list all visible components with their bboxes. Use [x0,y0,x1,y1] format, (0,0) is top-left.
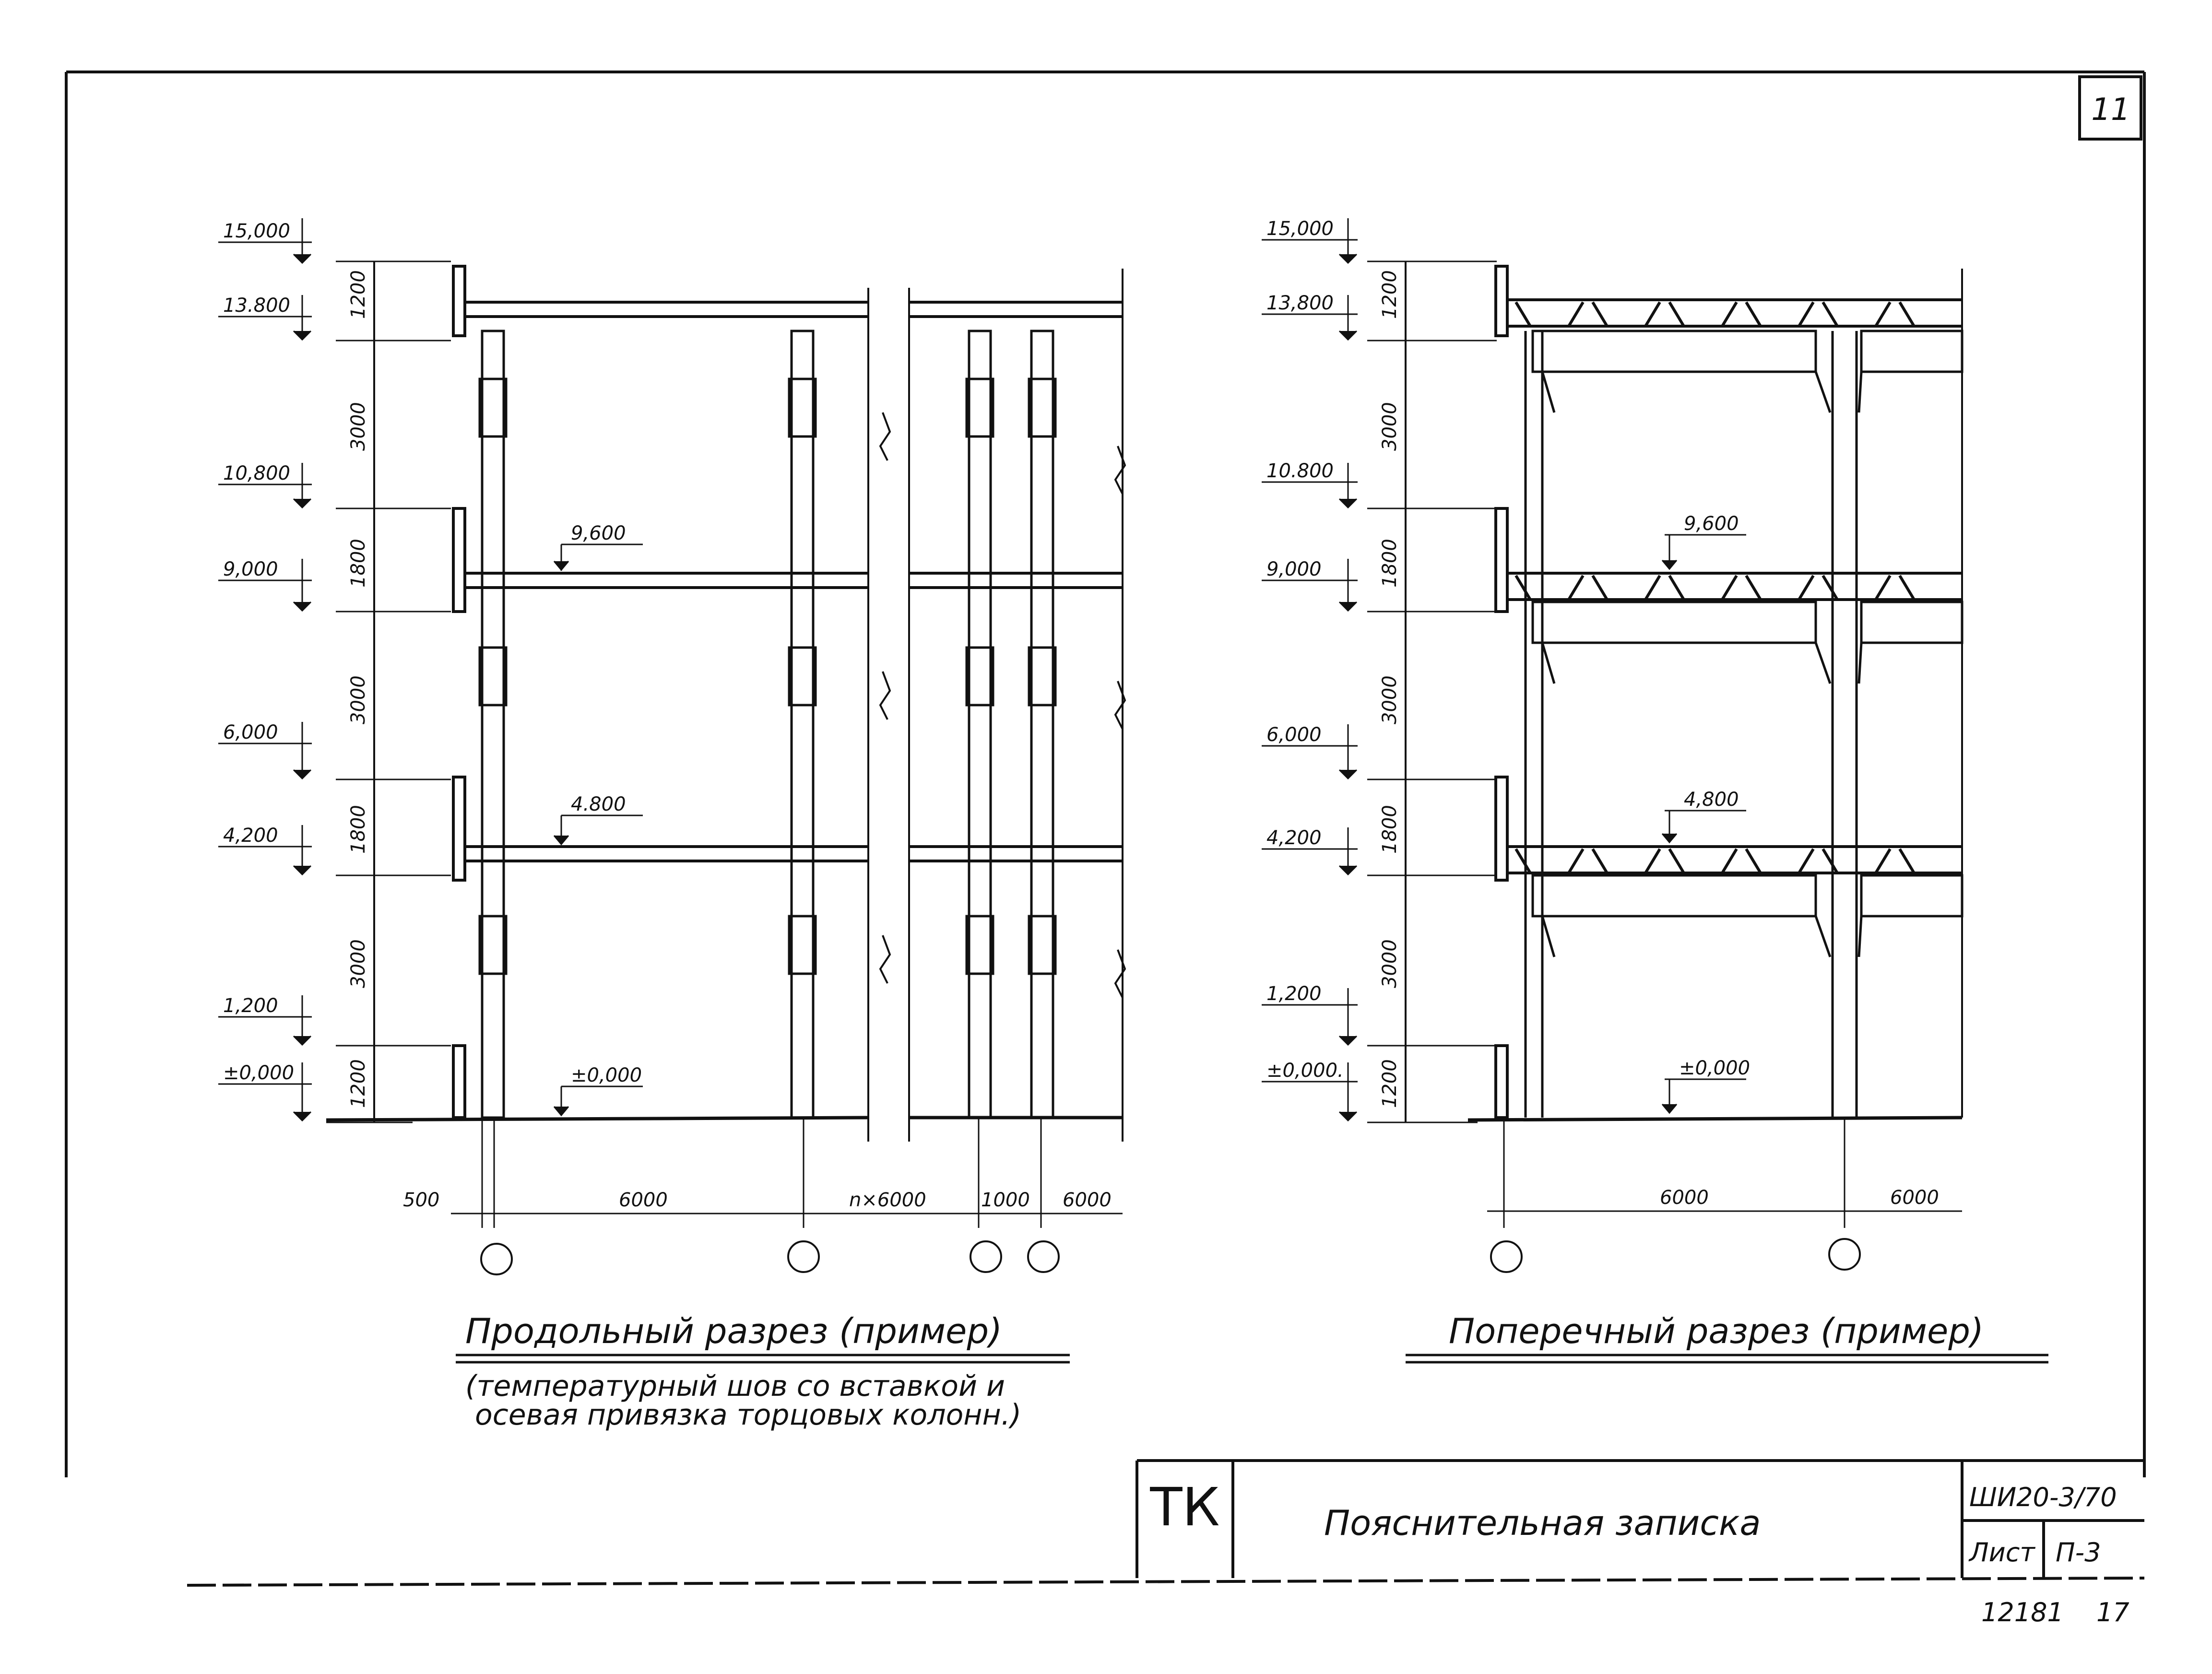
right-axis-markers [1490,1238,1861,1273]
left-dim-7: 1200 [347,1059,369,1108]
right-dim-6: 3000 [1379,939,1401,988]
right-level-0000: ±0,000. [1266,1060,1344,1082]
left-level-13800: 13.800 [223,295,290,317]
left-level-15000: 15,000 [223,220,290,242]
left-floor-marks: 9,600 4.800 ±0,000 [553,522,643,1117]
right-level-10800: 10.800 [1266,460,1334,482]
right-level-4200: 4,200 [1266,827,1322,849]
left-floor-0000: ±0,000 [571,1064,642,1086]
right-level-13800: 13,800 [1266,292,1334,314]
right-ribbed-slabs [1467,269,1963,1122]
right-dim-5: 1800 [1379,805,1401,854]
right-floor-marks: 9,600 4,800 ±0,000 [1661,513,1750,1114]
left-level-0000: ±0,000 [223,1062,294,1084]
right-section-title: Поперечный разрез (пример) [1449,1311,1984,1351]
right-level-6000: 6,000 [1266,724,1322,746]
right-dim-7: 1200 [1379,1059,1401,1108]
left-dim-6: 3000 [347,939,369,988]
right-hdim-6000: 6000 [1660,1187,1709,1209]
left-dim-4: 3000 [347,675,369,724]
left-dim-1: 1200 [347,270,369,319]
left-dim-5: 1800 [347,805,369,854]
sheet-number: 11 [2091,92,2130,128]
title-block-sheet-value: П-3 [2056,1537,2101,1568]
left-columns [478,330,1057,1119]
left-dim-2: 3000 [347,402,369,451]
transverse-section: 1200 3000 1800 3000 1800 3000 1200 15,00… [1262,218,2048,1364]
inventory-number: 12181 [1981,1597,2064,1627]
right-level-marks: 15,000 13,800 10.800 9,000 6,000 4,200 1… [1262,218,1358,1122]
left-hdim-6000: 6000 [619,1189,668,1211]
right-level-9000: 9,000 [1266,558,1322,580]
right-floor-0000: ±0,000 [1679,1057,1750,1079]
right-floor-9600: 9,600 [1684,513,1739,535]
right-dim-4: 3000 [1379,675,1401,724]
title-block: ТК Пояснительная записка ШИ20-3/70 Лист … [1136,1459,2144,1627]
right-horizontal-dims: 6000 6000 [1487,1118,1962,1228]
title-block-logo: ТК [1149,1476,1219,1538]
right-dim-2: 3000 [1379,402,1401,451]
left-hdim-n6000: n×6000 [849,1189,926,1211]
right-floor-4800: 4,800 [1684,789,1739,811]
right-level-15000: 15,000 [1266,218,1334,240]
title-block-code: ШИ20-3/70 [1969,1482,2117,1512]
left-hdim-1000: 1000 [981,1189,1030,1211]
left-axis-markers [480,1240,1060,1275]
right-dim-3: 1800 [1379,539,1401,588]
left-section-subtitle-2: осевая привязка торцовых колонн.) [475,1398,1021,1432]
left-floor-9600: 9,600 [571,522,626,544]
left-level-marks: 15,000 13.800 10,800 9,000 6,000 4,200 1… [218,218,312,1122]
left-section-title: Продольный разрез (пример) [465,1311,1002,1351]
left-floor-4800: 4.800 [571,793,626,815]
longitudinal-section: 1200 3000 1800 3000 1800 3000 1200 15,00… [218,218,1126,1432]
sheet-number-box: 11 [2078,75,2142,141]
title-block-sheet-label: Лист [1968,1537,2035,1568]
left-level-1200: 1,200 [223,995,278,1017]
right-hdim-6000b: 6000 [1890,1187,1939,1209]
right-level-1200: 1,200 [1266,983,1322,1005]
right-dim-1: 1200 [1379,270,1401,319]
left-hdim-500: 500 [403,1189,439,1211]
left-level-9000: 9,000 [223,558,278,580]
right-crossbars [1531,330,1964,957]
left-level-10800: 10,800 [223,462,290,484]
small-mark: 17 [2096,1597,2129,1627]
left-level-4200: 4,200 [223,825,278,847]
left-floor-slabs [326,301,1123,1122]
title-block-title: Пояснительная записка [1324,1503,1761,1543]
left-horizontal-dims: 500 6000 n×6000 1000 6000 [403,1118,1123,1228]
left-dim-3: 1800 [347,539,369,588]
left-level-6000: 6,000 [223,721,278,743]
left-wall-panels [452,265,466,1119]
left-section-subtitle-1: (температурный шов со вставкой и [465,1369,1005,1403]
right-wall-panels [1494,265,1509,1119]
left-hdim-6000b: 6000 [1063,1189,1112,1211]
sheet-frame [65,71,2146,1587]
left-break-lines [867,269,1126,1142]
right-frame-columns [1524,331,1858,1118]
